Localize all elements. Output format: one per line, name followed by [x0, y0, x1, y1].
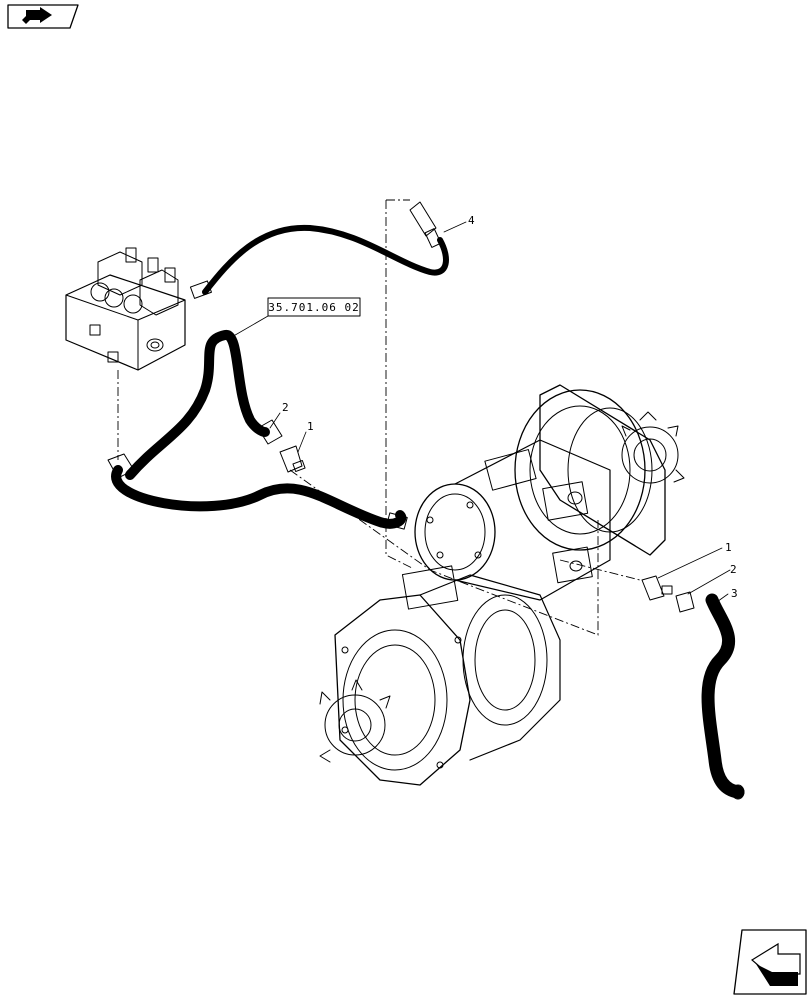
callout-3: 3: [731, 587, 738, 600]
drive-motor-lower: [319, 565, 561, 786]
hose-item-4: [189, 201, 449, 299]
callout-2-left: 2: [282, 401, 289, 414]
callout-4: 4: [468, 214, 475, 227]
previous-page-arrow-icon[interactable]: [7, 4, 79, 29]
next-page-arrow-icon[interactable]: [733, 929, 807, 995]
reference-box[interactable]: 35.701.06 02: [267, 297, 361, 317]
callout-1-left: 1: [307, 420, 314, 433]
fitting-items-left: [257, 419, 306, 473]
hose-assembly: [107, 330, 408, 530]
reference-label: 35.701.06 02: [268, 301, 359, 314]
fitting-items-right: [641, 575, 695, 613]
leader-lines: [229, 221, 731, 605]
callout-2-right: 2: [730, 563, 737, 576]
callout-1-right: 1: [725, 541, 732, 554]
hose-item-3: [701, 593, 745, 800]
assembly-centerlines: [117, 199, 641, 636]
valve-block: [65, 247, 186, 371]
drive-motor-upper: [414, 384, 685, 601]
